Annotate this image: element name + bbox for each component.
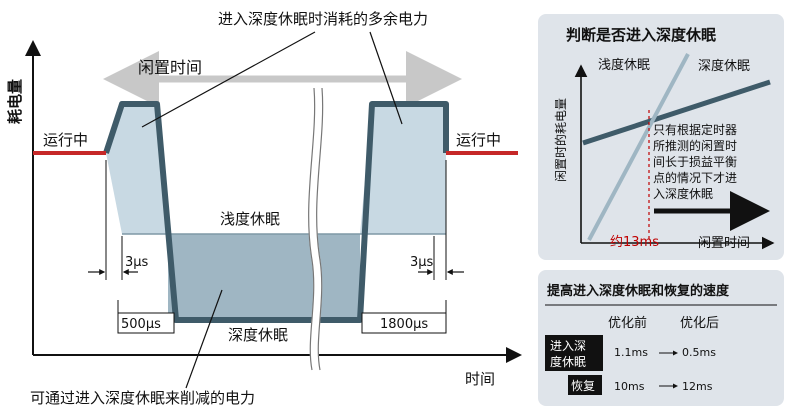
- line-shallow: [582, 79, 771, 146]
- judge-panel: [538, 14, 784, 260]
- callout-bottom-text: 可通过进入深度休眠来削减的电力: [30, 389, 255, 407]
- power-waveform: [103, 101, 449, 323]
- judge-panel-title: 判断是否进入深度休眠: [566, 26, 716, 44]
- callout-top-pointer-left: [141, 31, 316, 128]
- judge-note-4: 点的情况下才进: [653, 170, 737, 185]
- row-enter-label-2: 度休眠: [550, 354, 586, 369]
- judge-note-3: 间长于损益平衡: [653, 155, 737, 169]
- row-resume-label-bg: [568, 375, 602, 395]
- label-500us: 500µs: [121, 317, 161, 332]
- line-deep-label: 深度休眠: [698, 58, 750, 74]
- shallow-sleep-label: 浅度休眠: [220, 210, 280, 228]
- idle-time-label: 闲置时间: [138, 58, 202, 77]
- label-1800us-bg: [361, 312, 447, 334]
- overhead-area-left: [106, 104, 168, 234]
- judge-note-2: 所推测的闲置时: [653, 138, 737, 153]
- row-enter-before: 1.1ms: [614, 346, 648, 359]
- axis-break-line-b: [316, 87, 324, 371]
- judge-x-label: 闲置时间: [698, 236, 750, 251]
- judge-y-label: 闲置时的耗电量: [553, 98, 568, 182]
- axis-break-line-a: [308, 87, 316, 371]
- line-shallow-label: 浅度休眠: [598, 57, 650, 73]
- y-axis-label: 耗电量: [6, 79, 24, 124]
- col-after-label: 优化后: [680, 316, 719, 331]
- threshold-label: 约13ms: [610, 235, 659, 250]
- callout-top-text: 进入深度休眠时消耗的多余电力: [218, 10, 428, 28]
- label-1800us: 1800µs: [380, 317, 428, 332]
- x-axis-label: 时间: [465, 370, 495, 388]
- label-500us-bg: [117, 312, 175, 334]
- overhead-area-right: [360, 104, 446, 234]
- axis-break-mark: [308, 87, 324, 371]
- judge-note-5: 入深度休眠: [653, 186, 713, 201]
- col-before-label: 优化前: [608, 315, 647, 331]
- deep-sleep-label: 深度休眠: [228, 326, 288, 344]
- label-3us-left: 3µs: [125, 255, 149, 270]
- row-enter-label-1: 进入深: [550, 339, 586, 353]
- speed-panel-title: 提高进入深度休眠和恢复的速度: [547, 283, 730, 299]
- label-3us-right: 3µs: [410, 255, 434, 270]
- row-enter-label-bg: [545, 335, 603, 371]
- line-deep: [587, 53, 690, 241]
- callout-top-pointer-right: [369, 31, 403, 125]
- deep-sleep-area: [168, 234, 360, 320]
- running-label-left: 运行中: [43, 131, 88, 149]
- row-enter-after: 0.5ms: [682, 346, 716, 359]
- row-resume-after: 12ms: [682, 380, 713, 393]
- speed-panel: [538, 270, 784, 406]
- row-resume-before: 10ms: [614, 380, 645, 393]
- callout-bottom-pointer: [185, 289, 223, 389]
- row-resume-label: 恢复: [571, 379, 595, 393]
- judge-note-1: 只有根据定时器: [653, 122, 737, 137]
- running-label-right: 运行中: [456, 131, 501, 149]
